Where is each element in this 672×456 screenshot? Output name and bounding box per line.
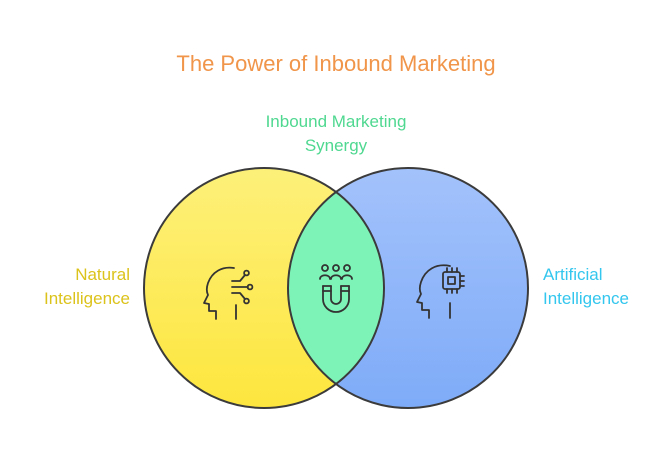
overlap-region bbox=[288, 168, 384, 408]
people-magnet-icon bbox=[319, 264, 353, 313]
overlap-label-line2: Synergy bbox=[304, 136, 368, 155]
human-head-network-icon bbox=[203, 266, 254, 320]
natural-intelligence-label: Natural Intelligence bbox=[10, 263, 130, 311]
head-chip-icon bbox=[416, 264, 465, 319]
diagram-title: The Power of Inbound Marketing bbox=[176, 51, 496, 76]
overlap-label-line1: Inbound Marketing bbox=[265, 112, 407, 131]
left-label-line1: Natural bbox=[75, 265, 130, 284]
right-label-line1: Artificial bbox=[543, 265, 603, 284]
left-circle-outline bbox=[143, 167, 385, 409]
right-circle-outline bbox=[287, 167, 529, 409]
left-label-line2: Intelligence bbox=[43, 289, 130, 308]
overlap-label: Inbound Marketing Synergy bbox=[236, 110, 436, 158]
right-label-line2: Intelligence bbox=[543, 289, 630, 308]
artificial-intelligence-label: Artificial Intelligence bbox=[543, 263, 668, 311]
